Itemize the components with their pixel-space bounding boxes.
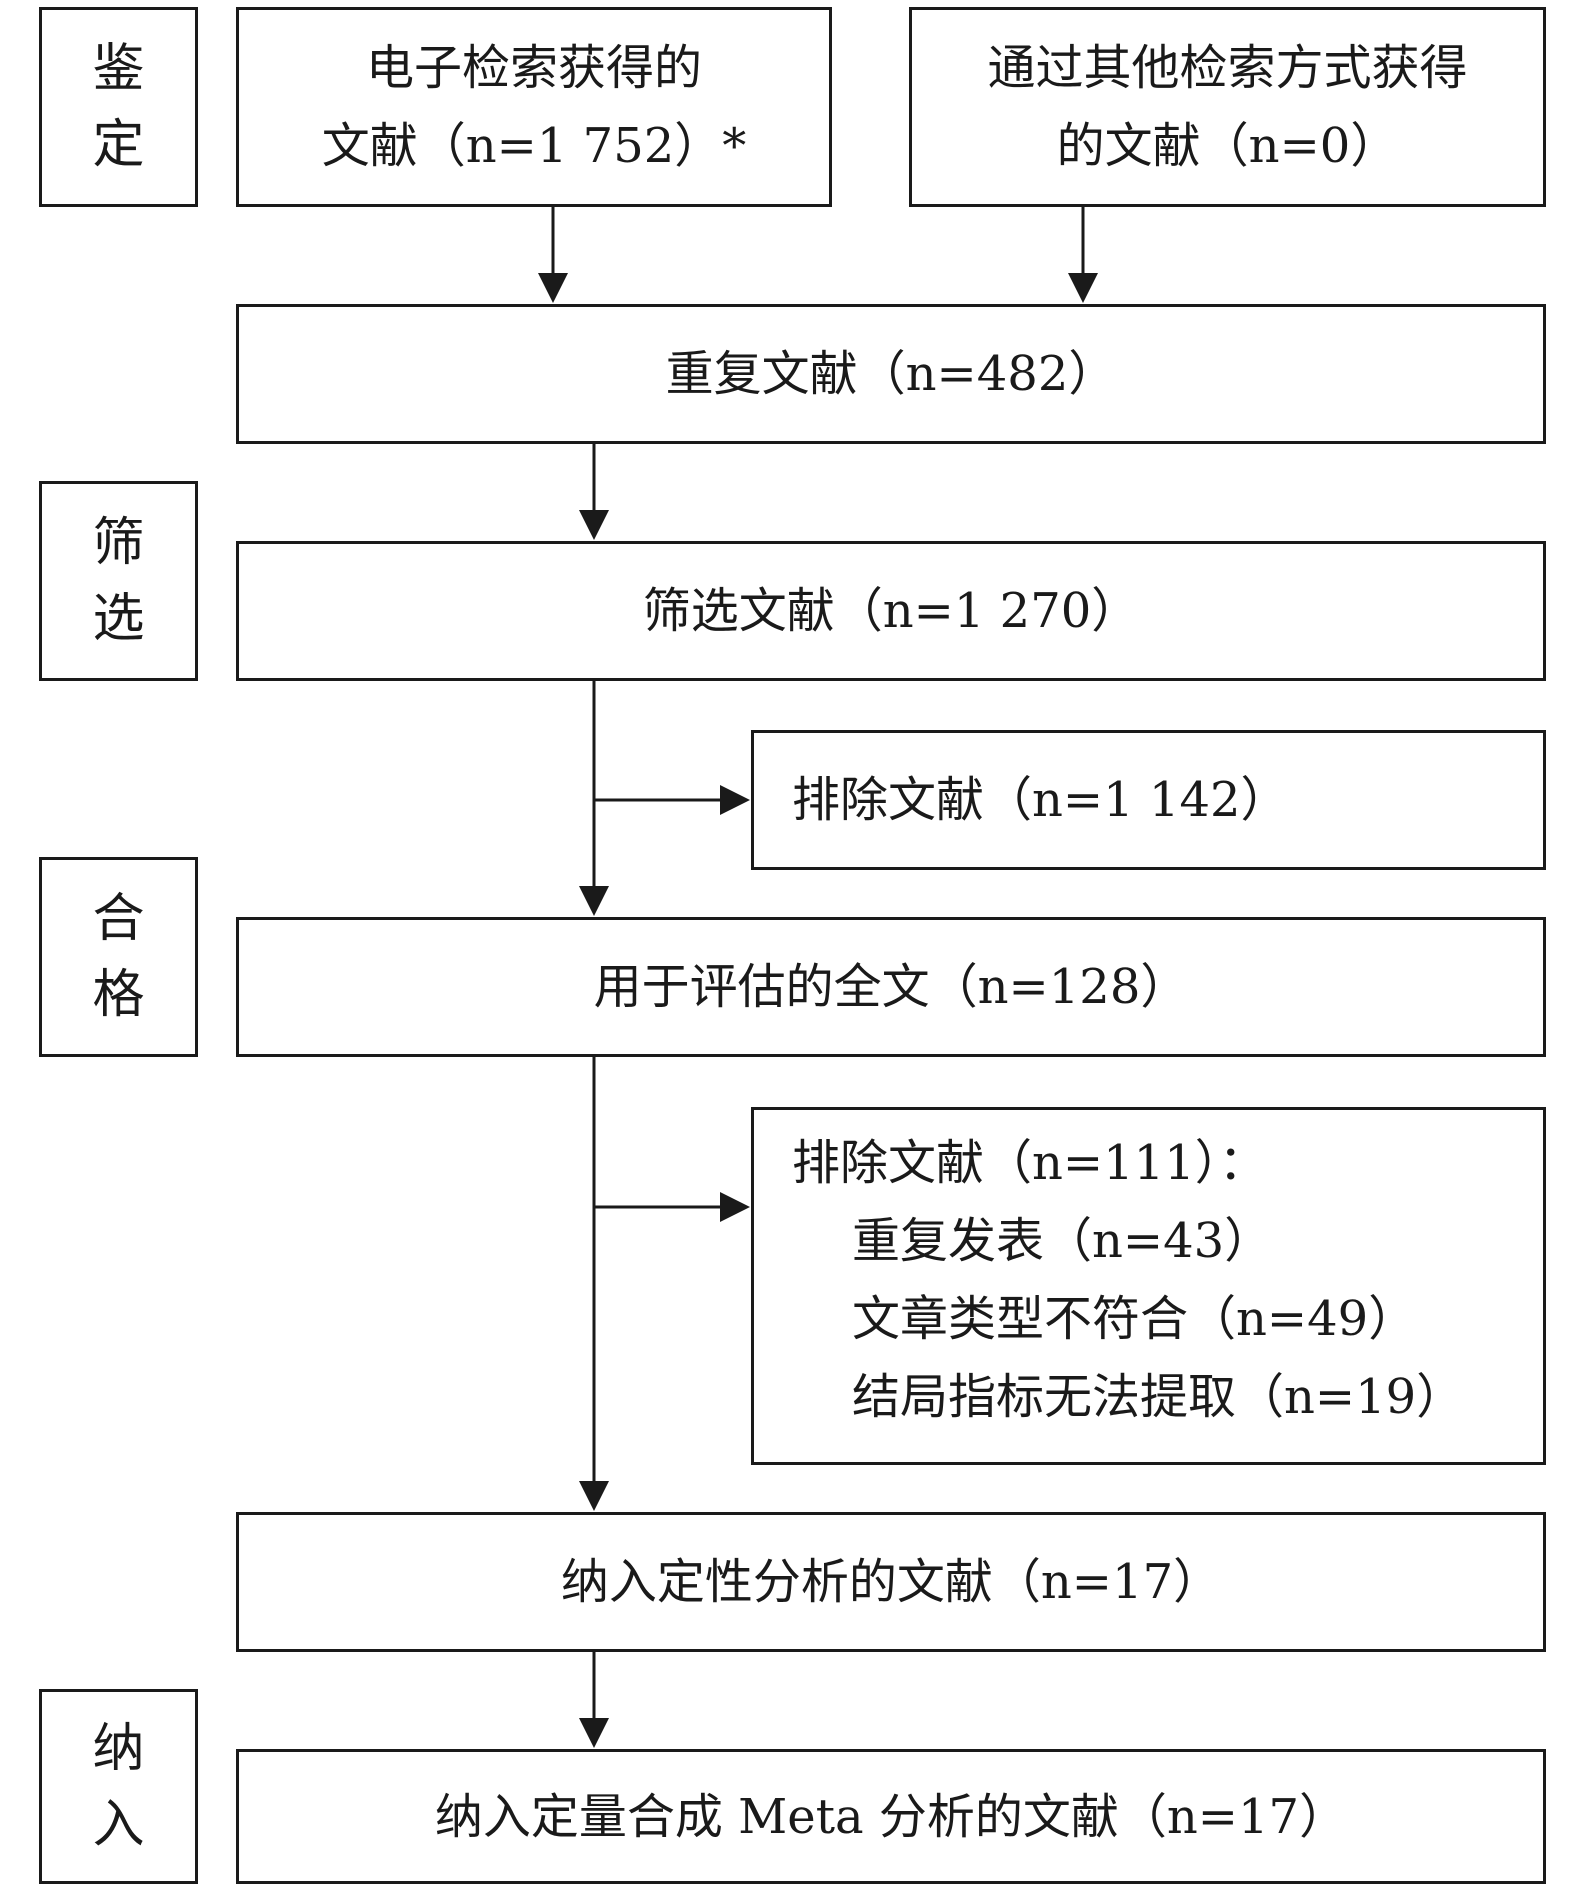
stage-char: 鉴 [92, 39, 145, 99]
exclusion-reason: 结局指标无法提取（n=19） [852, 1369, 1465, 1425]
box-text: 纳入定量合成 Meta 分析的文献（n=17） [434, 1788, 1348, 1845]
stage-char: 定 [92, 115, 145, 175]
electronic-search-box: 电子检索获得的 文献（n=1 752）* [236, 7, 832, 207]
stage-identification: 鉴 定 [39, 7, 198, 207]
box-text: 重复文献（n=482） [665, 346, 1117, 402]
box-text: 筛选文献（n=1 270） [642, 583, 1140, 639]
stage-included: 纳 入 [39, 1689, 198, 1884]
box-text: 用于评估的全文（n=128） [593, 959, 1189, 1015]
box-text: 排除文献（n=1 142） [792, 772, 1289, 828]
duplicates-box: 重复文献（n=482） [236, 304, 1546, 444]
stage-char: 入 [92, 1794, 145, 1855]
stage-char: 格 [92, 965, 145, 1025]
other-search-box: 通过其他检索方式获得 的文献（n=0） [909, 7, 1546, 207]
stage-screening: 筛 选 [39, 481, 198, 681]
excluded-box-2: 排除文献（n=111）： 重复发表（n=43） 文章类型不符合（n=49） 结局… [751, 1107, 1546, 1465]
box-text-line: 通过其他检索方式获得 [987, 40, 1468, 96]
exclusion-title: 排除文献（n=111）： [792, 1135, 1267, 1191]
stage-char: 选 [92, 589, 145, 649]
screened-box: 筛选文献（n=1 270） [236, 541, 1546, 681]
quantitative-box: 纳入定量合成 Meta 分析的文献（n=17） [236, 1749, 1546, 1884]
stage-char: 合 [92, 889, 145, 949]
stage-char: 纳 [92, 1718, 145, 1779]
exclusion-reason: 重复发表（n=43） [852, 1213, 1273, 1269]
box-text-line: 电子检索获得的 [365, 40, 702, 96]
stage-eligibility: 合 格 [39, 857, 198, 1057]
box-text-line: 的文献（n=0） [1056, 118, 1399, 174]
exclusion-reason: 文章类型不符合（n=49） [852, 1291, 1417, 1347]
stage-char: 筛 [92, 513, 145, 573]
box-text-line: 文献（n=1 752）* [321, 118, 747, 174]
qualitative-box: 纳入定性分析的文献（n=17） [236, 1512, 1546, 1652]
excluded-box-1: 排除文献（n=1 142） [751, 730, 1546, 870]
box-text: 纳入定性分析的文献（n=17） [560, 1554, 1222, 1610]
fulltext-box: 用于评估的全文（n=128） [236, 917, 1546, 1057]
